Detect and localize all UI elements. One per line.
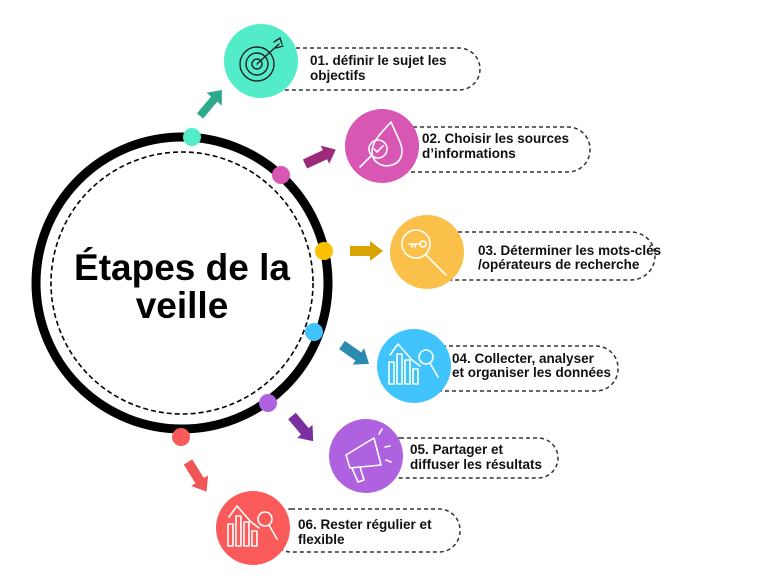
step-5-label-line2: diffuser les résultats — [410, 457, 542, 472]
step-3: 03. Déterminer les mots-clés /opérateurs… — [390, 215, 661, 289]
chart-search-icon — [227, 505, 278, 547]
chart-search-icon — [388, 343, 439, 385]
step-4: 04. Collecter, analyser et organiser les… — [377, 329, 619, 403]
arrow-icon — [350, 241, 383, 261]
step-5: 05. Partager et diffuser les résultats — [329, 419, 559, 493]
step-5-dot — [259, 394, 277, 412]
step-1-label-line1: 01. définir le sujet les — [310, 53, 447, 68]
step-4-label-line1: 04. Collecter, analyser — [452, 351, 595, 366]
arrow-icon — [196, 89, 222, 119]
step-6-label-line1: 06. Rester régulier et — [298, 517, 432, 532]
arrow-icon — [302, 145, 336, 169]
step-2-label-line1: 02. Choisir les sources — [422, 131, 569, 146]
step-1: 01. définir le sujet les objectifs — [224, 24, 481, 98]
step-2-dot — [272, 166, 290, 184]
step-6-label-line2: flexible — [298, 532, 345, 547]
megaphone-icon — [345, 428, 392, 483]
step-4-label-line2: et organiser les données — [452, 365, 611, 380]
step-1-dot — [183, 128, 201, 146]
arrow-icon — [288, 412, 314, 442]
step-3-dot — [315, 242, 333, 260]
target-icon — [239, 36, 284, 82]
step-3-label-line2: /opérateurs de recherche — [478, 257, 640, 272]
step-5-label-line1: 05. Partager et — [410, 442, 504, 457]
search-drop-icon — [359, 121, 403, 168]
step-3-label-line1: 03. Déterminer les mots-clés — [478, 243, 661, 258]
diagram-title-line2: veille — [136, 285, 229, 326]
step-2-label-line2: d’informations — [422, 146, 516, 161]
arrow-icon — [183, 459, 209, 492]
arrow-icon — [339, 340, 370, 365]
step-1-label-line2: objectifs — [310, 68, 366, 83]
step-6-dot — [172, 428, 190, 446]
step-4-dot — [305, 323, 323, 341]
step-6: 06. Rester régulier et flexible — [216, 491, 461, 565]
step-2: 02. Choisir les sources d’informations — [345, 109, 591, 183]
diagram-title-line1: Étapes de la — [74, 247, 290, 288]
key-search-icon — [401, 229, 447, 276]
